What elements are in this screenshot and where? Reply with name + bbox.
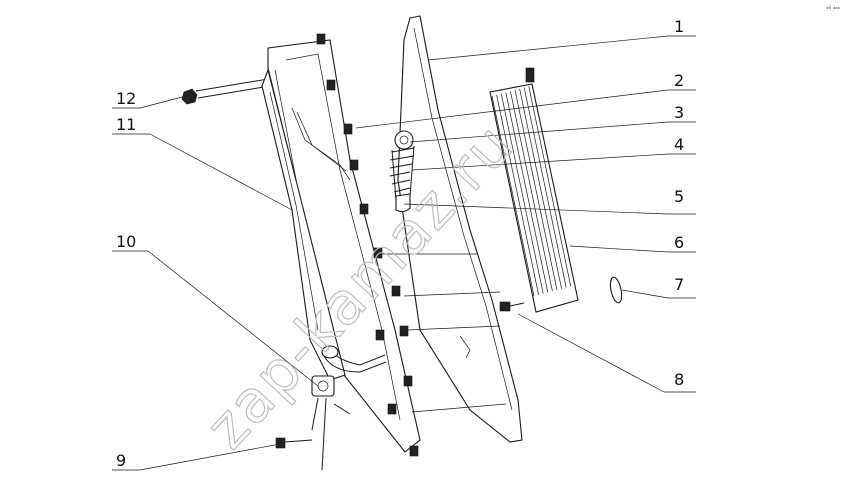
cooler-fin: [491, 95, 535, 297]
cooler-fin: [510, 91, 553, 292]
callout-9: 9: [116, 451, 126, 470]
callout-2: 2: [674, 71, 684, 90]
part-5-valve-plunger: [395, 193, 411, 213]
part-8-bolt: [499, 301, 525, 312]
part-7-o-ring: [609, 276, 623, 304]
callout-1: 1: [674, 17, 684, 36]
corner-mark: ᵃᴮ ᵃᵃᵃ: [826, 6, 840, 13]
cooler-fin: [496, 94, 539, 295]
part-10-drain-valve: [311, 375, 351, 471]
cooler-fin: [505, 92, 549, 293]
cooler-fin: [528, 86, 572, 287]
callout-4: 4: [674, 135, 684, 154]
callout-12: 12: [116, 89, 136, 108]
part-2-valve-cap: [394, 130, 414, 150]
callout-7: 7: [674, 275, 684, 294]
callout-6: 6: [674, 233, 684, 252]
leader-lines: [112, 35, 696, 471]
part-3-spring: [389, 145, 415, 201]
cooler-fin: [519, 88, 562, 289]
callout-3: 3: [674, 103, 684, 122]
part-11-housing: [261, 33, 421, 457]
part-1-gasket: [397, 15, 523, 443]
callout-8: 8: [674, 370, 684, 389]
callout-11: 11: [116, 115, 136, 134]
part-9-bolt: [275, 437, 313, 449]
cooler-fin: [500, 93, 544, 294]
cooler-fin: [523, 87, 567, 288]
callout-5: 5: [674, 187, 684, 206]
callout-10: 10: [116, 232, 136, 251]
part-12-bolt: [181, 78, 271, 105]
cooler-fin: [514, 89, 558, 291]
callout-labels: 1 2 3 4 5 6 7 8 9 10 11 12: [116, 17, 684, 470]
housing-flange-bolts: [316, 33, 419, 457]
part-6-cooler-core: [489, 67, 579, 313]
